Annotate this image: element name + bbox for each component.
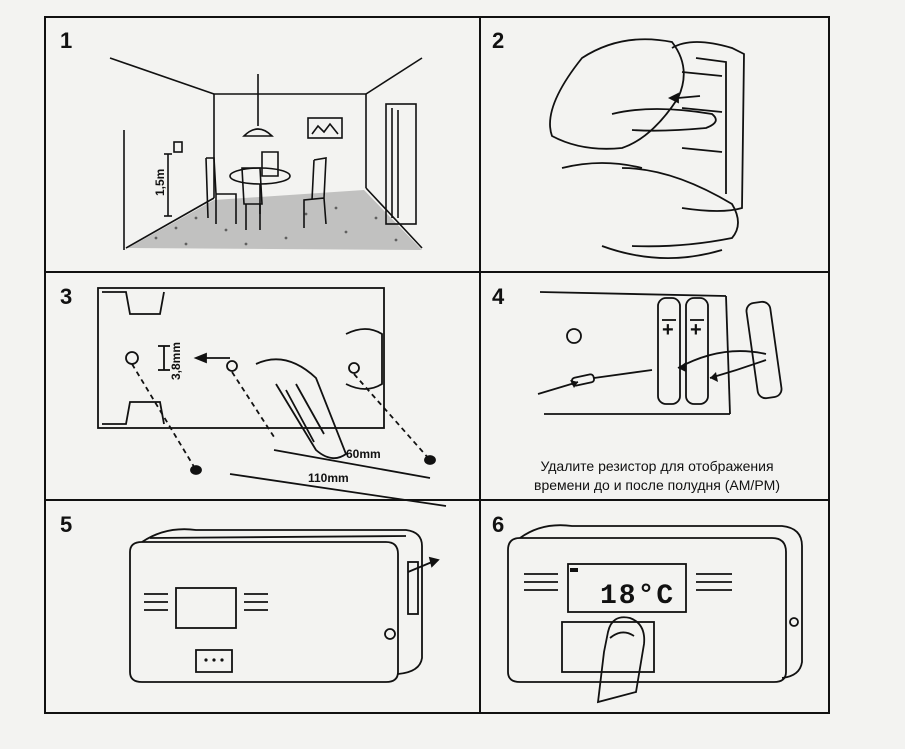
panel-number: 1 <box>60 28 73 53</box>
caption-line-1: Удалите резистор для отображения <box>540 458 774 474</box>
instruction-grid: 1 <box>44 16 830 714</box>
dim-long-label: 110mm <box>308 471 349 485</box>
room-illustration: 1,5m <box>109 57 423 250</box>
display-device-illustration: 18°C <box>507 524 803 704</box>
panel-3-mounting: 3 <box>46 274 482 507</box>
grid-lines <box>44 16 830 714</box>
panel-4-batteries: 4 <box>482 274 832 502</box>
panel-number: 6 <box>492 512 505 537</box>
dim-small-label: 3,8mm <box>169 342 183 380</box>
panel-1-room: 1 <box>46 18 482 274</box>
hand-opening-illustration <box>549 38 745 259</box>
panel-number: 3 <box>60 284 73 309</box>
display-readout: 18°C <box>600 581 675 612</box>
panel-number: 4 <box>492 284 505 309</box>
plus-sign-icon: + <box>690 319 702 341</box>
resistor-caption: Удалите резистор для отображения времени… <box>482 457 832 495</box>
battery-illustration: + + <box>537 291 783 415</box>
panel-number: 2 <box>492 28 505 53</box>
closed-device-illustration <box>129 528 440 683</box>
caption-line-2: времени до и после полудня (AM/PM) <box>534 477 780 493</box>
panel-2-open-case: 2 <box>482 18 832 274</box>
dim-mid-label: 60mm <box>346 447 381 461</box>
panel-6-press-button: 6 18°C <box>482 502 832 714</box>
height-label: 1,5m <box>153 169 167 196</box>
panel-5-close-case: 5 <box>46 502 482 714</box>
mounting-illustration: 3,8mm 60mm 110mm <box>97 287 447 507</box>
panel-number: 5 <box>60 512 73 537</box>
plus-sign-icon: + <box>662 319 674 341</box>
